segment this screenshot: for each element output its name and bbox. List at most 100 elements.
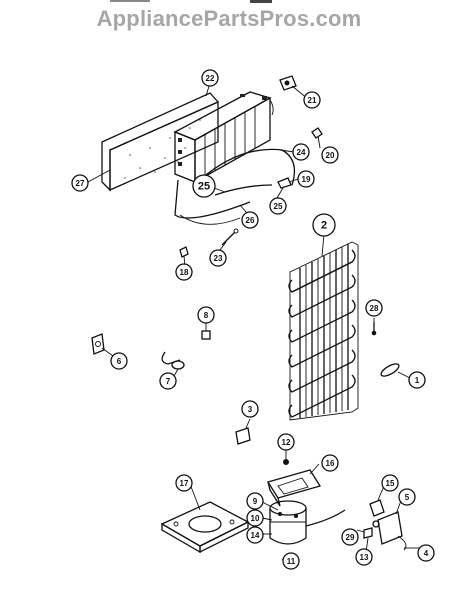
callout-label: 9 (253, 497, 258, 506)
callout-15: 15 (381, 474, 399, 492)
callout-20: 20 (321, 146, 339, 164)
callout-label: 7 (166, 377, 171, 386)
callout-6: 6 (110, 352, 128, 370)
part-12-nut (283, 459, 289, 465)
callout-circle (246, 509, 264, 527)
callout-circle (197, 306, 215, 324)
callout-28: 28 (365, 299, 383, 317)
callout-19: 19 (297, 170, 315, 188)
callout-label: 4 (424, 549, 429, 558)
part-16-drain-pan (266, 469, 322, 507)
callout-label: 3 (248, 405, 253, 414)
callout-label: 25 (274, 202, 283, 211)
callout-11: 11 (282, 552, 300, 570)
callout-27: 27 (71, 174, 89, 192)
callout-8: 8 (197, 306, 215, 324)
callout-label: 20 (326, 151, 335, 160)
callout-label: 1 (415, 376, 420, 385)
callout-2: 2 (312, 213, 336, 237)
callout-7: 7 (159, 372, 177, 390)
part-7-harness (161, 351, 185, 370)
callout-4: 4 (417, 544, 435, 562)
callout-circle (365, 299, 383, 317)
condenser-coil (288, 241, 359, 421)
callout-circle (355, 548, 373, 566)
callout-label: 13 (360, 553, 369, 562)
callout-label: 21 (308, 96, 317, 105)
callout-9: 9 (246, 492, 264, 510)
callout-label: 19 (302, 175, 311, 184)
evaporator-assembly (173, 91, 296, 186)
callout-circle (321, 454, 339, 472)
callout-label: 15 (386, 479, 395, 488)
callout-circle (282, 552, 300, 570)
callout-circle (269, 197, 287, 215)
callout-label: 16 (326, 459, 335, 468)
callout-29: 29 (341, 528, 359, 546)
callout-label: 18 (180, 268, 189, 277)
callout-17: 17 (175, 474, 193, 492)
callout-18: 18 (175, 263, 193, 281)
callout-label: 17 (180, 479, 189, 488)
part-21-grommet (279, 75, 297, 91)
callout-3: 3 (241, 400, 259, 418)
callout-label: 25 (198, 181, 210, 193)
callout-circle (312, 213, 336, 237)
callout-label: 10 (251, 514, 260, 523)
callout-label: 28 (370, 304, 379, 313)
callout-23: 23 (209, 249, 227, 267)
callout-circle (175, 263, 193, 281)
callout-circle (277, 433, 295, 451)
part-20-clip (311, 127, 323, 139)
suction-line (174, 179, 273, 225)
callout-circle (241, 211, 259, 229)
callout-circle (159, 372, 177, 390)
callout-circle (241, 400, 259, 418)
callout-26: 26 (241, 211, 259, 229)
callout-24: 24 (292, 143, 310, 161)
callout-1: 1 (408, 371, 426, 389)
callout-circle (408, 371, 426, 389)
callout-13: 13 (355, 548, 373, 566)
callout-label: 6 (117, 357, 122, 366)
callout-circle (341, 528, 359, 546)
callout-circle (246, 526, 264, 544)
leader-lines (87, 82, 420, 563)
top-cropped-marks (110, 0, 272, 3)
part-28-clip (371, 322, 377, 336)
callout-label: 8 (204, 311, 209, 320)
callout-circle (209, 249, 227, 267)
callout-circle (110, 352, 128, 370)
callout-circle (192, 174, 216, 198)
callout-label: 24 (297, 148, 306, 157)
part-6-bracket (91, 333, 105, 355)
callout-5: 5 (398, 488, 416, 506)
callout-circle (297, 170, 315, 188)
callout-circle (175, 474, 193, 492)
callout-25: 25 (269, 197, 287, 215)
callout-14: 14 (246, 526, 264, 544)
part-18-fastener (179, 246, 189, 258)
callout-10: 10 (246, 509, 264, 527)
callout-label: 11 (287, 557, 296, 566)
callout-12: 12 (277, 433, 295, 451)
part-19-clip (277, 177, 292, 189)
callout-label: 27 (76, 179, 85, 188)
relay-overload-assembly (363, 499, 407, 551)
callout-circle (321, 146, 339, 164)
compressor (269, 500, 346, 545)
callout-label: 5 (405, 493, 410, 502)
callout-circle (417, 544, 435, 562)
part-8-connector (201, 324, 211, 340)
callout-16: 16 (321, 454, 339, 472)
callout-circle (201, 69, 219, 87)
callout-22: 22 (201, 69, 219, 87)
callout-circle (303, 91, 321, 109)
callout-label: 26 (246, 216, 255, 225)
callout-circle (71, 174, 89, 192)
callout-21: 21 (303, 91, 321, 109)
callout-circle (381, 474, 399, 492)
callout-label: 14 (251, 531, 260, 540)
